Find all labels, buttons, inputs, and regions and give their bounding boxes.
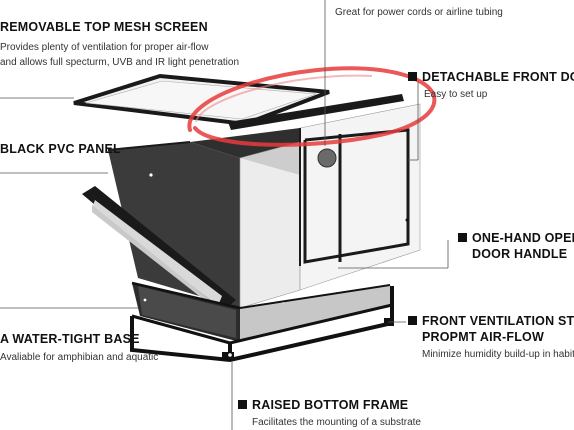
front-ventilation-panel — [82, 186, 236, 312]
bullet-square-icon — [408, 72, 417, 81]
front-vent-desc: Minimize humidity build-up in habitat — [422, 349, 574, 360]
cord-slot-desc: Great for power cords or airline tubing — [335, 7, 503, 18]
bottom-frame-title: RAISED BOTTOM FRAME — [238, 398, 408, 412]
bullet-square-icon — [408, 316, 417, 325]
top-mesh-screen — [73, 73, 330, 127]
top-mesh-title: REMOVABLE TOP MESH SCREEN — [0, 20, 208, 34]
front-door-desc: Easy to set up — [424, 89, 488, 100]
bullet-square-icon — [458, 233, 467, 242]
door-handle-title-1: ONE-HAND OPENING — [458, 231, 574, 245]
front-door-top-rail — [228, 94, 404, 130]
detachable-front-door — [299, 128, 410, 266]
water-tight-base — [131, 281, 391, 342]
top-mesh-desc-1: Provides plenty of ventilation for prope… — [0, 42, 209, 53]
pvc-panel-title: BLACK PVC PANEL — [0, 142, 121, 156]
bottom-frame-desc: Facilitates the mounting of a substrate — [252, 417, 421, 428]
base-title: A WATER-TIGHT BASE — [0, 332, 140, 346]
annotation-circle — [187, 66, 437, 147]
raised-bottom-frame — [130, 286, 394, 363]
top-mesh-desc-2: and allows full specturm, UVB and IR lig… — [0, 57, 240, 68]
base-desc: Avaliable for amphibian and aquatic — [0, 352, 159, 363]
front-vent-title-1: FRONT VENTILATION STRIP — [408, 314, 574, 328]
door-handle-icon — [317, 148, 337, 168]
door-handle-title-2: DOOR HANDLE — [472, 247, 568, 261]
front-door-title: DETACHABLE FRONT DOOR — [408, 70, 574, 84]
front-vent-title-2: PROPMT AIR-FLOW — [422, 330, 544, 344]
bullet-square-icon — [238, 400, 247, 409]
